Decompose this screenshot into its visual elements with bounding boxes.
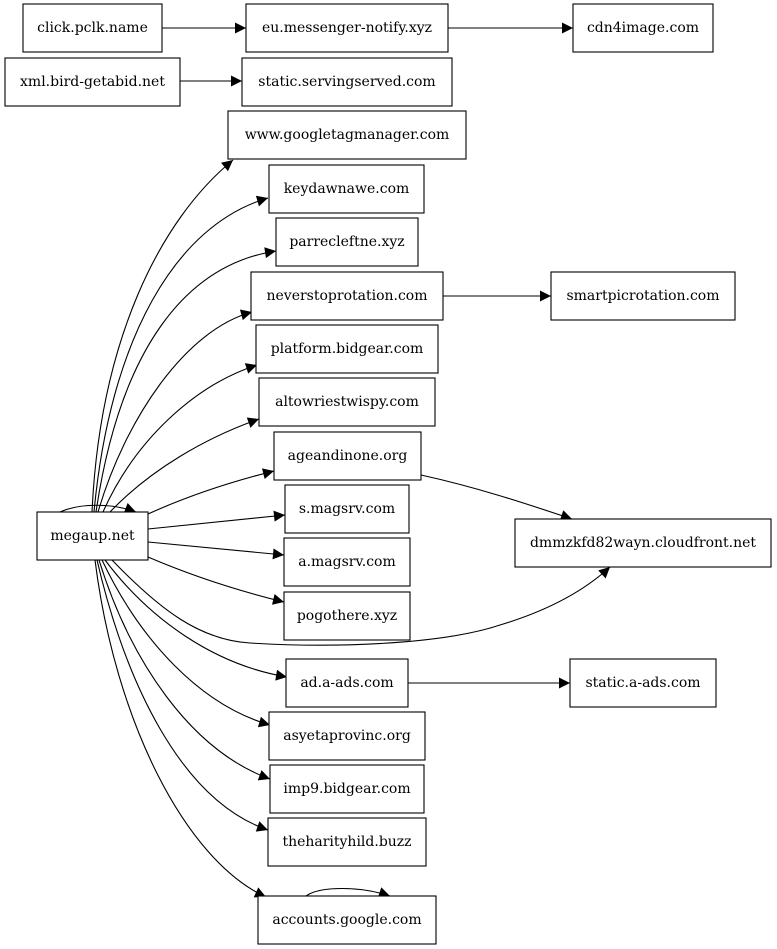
edge-megaup-to-neverstoprotation	[97, 309, 253, 513]
node-altowriestwispy[interactable]: altowriestwispy.com	[258, 377, 436, 427]
edge-megaup-to-asyetaprovinc	[101, 559, 271, 728]
edge-accounts-google-self-loop	[305, 887, 391, 898]
node-label: eu.messenger-notify.xyz	[262, 20, 432, 36]
edge-megaup-to-altowriestwispy	[109, 417, 260, 513]
node-pogothere[interactable]: pogothere.xyz	[283, 591, 411, 641]
edge-megaup-to-googletagmanager	[91, 159, 234, 513]
edge-megaup-to-parrecleftne	[95, 247, 277, 513]
node-theharityhild[interactable]: theharityhild.buzz	[267, 817, 427, 867]
node-megaup[interactable]: megaup.net	[36, 511, 149, 561]
edge-megaup-to-s-magsrv	[147, 510, 286, 530]
node-label: www.googletagmanager.com	[245, 127, 450, 143]
node-label: platform.bidgear.com	[271, 341, 424, 357]
node-label: pogothere.xyz	[297, 608, 397, 624]
node-a-magsrv[interactable]: a.magsrv.com	[283, 537, 411, 587]
node-platform-bidgear[interactable]: platform.bidgear.com	[255, 324, 439, 374]
node-keydawnawe[interactable]: keydawnawe.com	[268, 164, 425, 214]
node-label: theharityhild.buzz	[282, 834, 411, 850]
edge-megaup-to-cloudfront	[111, 559, 611, 646]
node-label: keydawnawe.com	[284, 181, 410, 197]
node-label: s.magsrv.com	[299, 501, 395, 517]
edge-ageandinone-to-cloudfront	[420, 474, 573, 521]
edge-megaup-to-a-magsrv	[147, 541, 285, 560]
node-neverstoprotation[interactable]: neverstoprotation.com	[250, 271, 444, 321]
edge-megaup-to-platform-bidgear	[102, 363, 258, 513]
node-label: click.pclk.name	[37, 20, 148, 36]
node-googletagmanager[interactable]: www.googletagmanager.com	[227, 110, 467, 160]
node-xml-bird-getabid[interactable]: xml.bird-getabid.net	[4, 57, 181, 107]
edge-megaup-to-keydawnawe	[93, 195, 269, 513]
node-label: ageandinone.org	[288, 448, 408, 464]
edge-megaup-to-theharityhild	[96, 559, 269, 832]
node-label: dmmzkfd82wayn.cloudfront.net	[530, 535, 756, 551]
edge-megaup-to-ad-a-ads	[104, 559, 288, 681]
node-static-servingserved[interactable]: static.servingserved.com	[241, 57, 453, 107]
node-accounts-google[interactable]: accounts.google.com	[257, 895, 437, 945]
edge-megaup-to-pogothere	[147, 556, 285, 605]
node-static-a-ads[interactable]: static.a-ads.com	[569, 658, 717, 708]
node-label: asyetaprovinc.org	[283, 728, 411, 744]
node-ad-a-ads[interactable]: ad.a-ads.com	[285, 658, 409, 708]
edges-layer	[59, 22, 611, 898]
edge-megaup-to-accounts-google	[94, 559, 267, 898]
node-label: accounts.google.com	[272, 912, 421, 928]
node-asyetaprovinc[interactable]: asyetaprovinc.org	[268, 711, 426, 761]
node-label: cdn4image.com	[587, 20, 699, 36]
nodes-layer: click.pclk.name eu.messenger-notify.xyz …	[4, 3, 772, 945]
node-cdn4image[interactable]: cdn4image.com	[572, 3, 714, 53]
node-label: smartpicrotation.com	[566, 288, 719, 304]
node-ageandinone[interactable]: ageandinone.org	[273, 431, 422, 481]
node-label: altowriestwispy.com	[275, 394, 419, 410]
node-label: xml.bird-getabid.net	[20, 74, 165, 90]
node-s-magsrv[interactable]: s.magsrv.com	[284, 484, 410, 534]
node-label: imp9.bidgear.com	[283, 781, 410, 797]
node-parrecleftne[interactable]: parrecleftne.xyz	[275, 217, 419, 267]
node-label: neverstoprotation.com	[266, 288, 427, 304]
node-label: megaup.net	[50, 528, 135, 544]
node-label: static.servingserved.com	[258, 74, 435, 90]
node-eu-messenger-notify[interactable]: eu.messenger-notify.xyz	[245, 3, 449, 53]
node-click-pclk-name[interactable]: click.pclk.name	[22, 3, 163, 53]
edge-megaup-to-ageandinone	[147, 468, 275, 515]
node-label: ad.a-ads.com	[300, 675, 393, 691]
node-label: a.magsrv.com	[298, 554, 396, 570]
node-label: static.a-ads.com	[585, 675, 700, 691]
node-imp9-bidgear[interactable]: imp9.bidgear.com	[269, 764, 425, 814]
node-smartpicrotation[interactable]: smartpicrotation.com	[550, 271, 736, 321]
node-cloudfront[interactable]: dmmzkfd82wayn.cloudfront.net	[514, 518, 772, 568]
edge-megaup-to-imp9-bidgear	[98, 559, 271, 781]
node-label: parrecleftne.xyz	[289, 234, 404, 250]
